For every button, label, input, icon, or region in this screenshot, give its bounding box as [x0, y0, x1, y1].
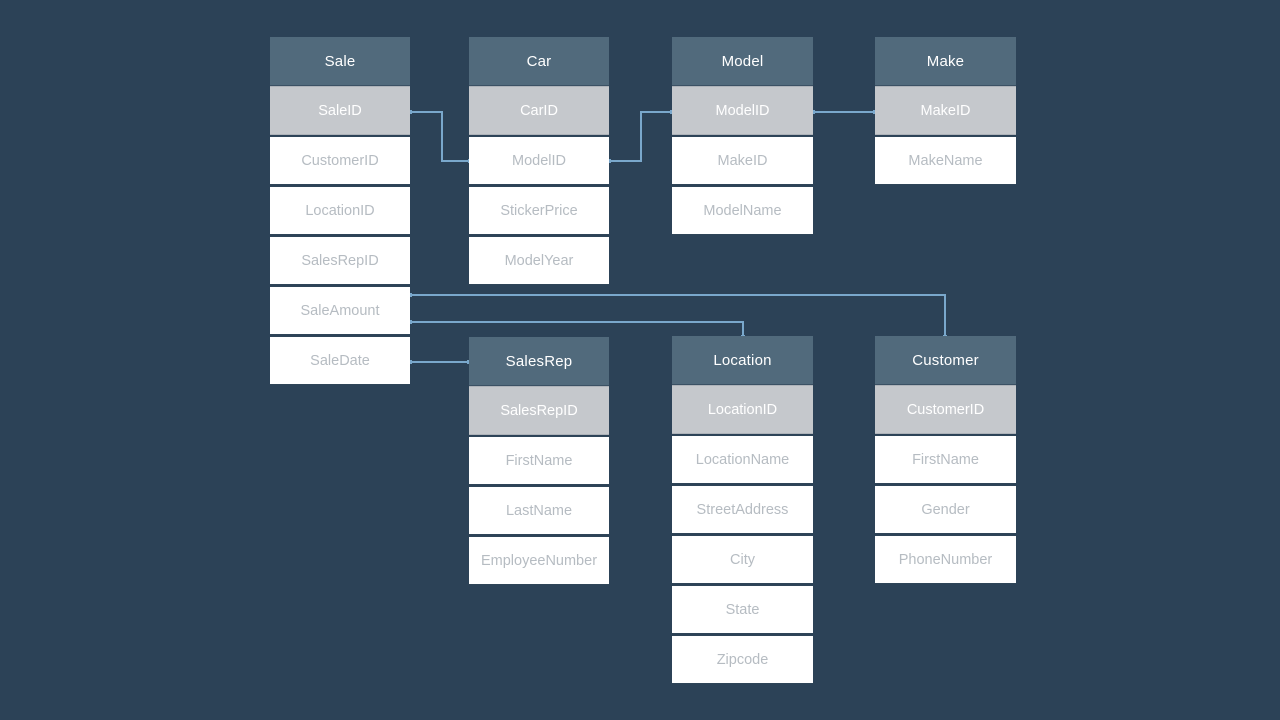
entity-title-make: Make [875, 37, 1016, 86]
entity-title-sale: Sale [270, 37, 410, 86]
attribute-row-model[interactable]: ModelName [672, 186, 813, 235]
attribute-row-car[interactable]: StickerPrice [469, 186, 609, 235]
connector-sale-saleid-to-car-modelid [410, 111, 470, 162]
attribute-row-customer[interactable]: Gender [875, 485, 1016, 534]
entity-title-customer: Customer [875, 336, 1016, 385]
entity-title-car: Car [469, 37, 609, 86]
attribute-row-salesrep[interactable]: LastName [469, 486, 609, 535]
attribute-row-salesrep[interactable]: FirstName [469, 436, 609, 485]
attribute-row-sale[interactable]: SaleDate [270, 336, 410, 385]
connector-car-modelid-to-model-modelid [609, 111, 672, 162]
attribute-row-sale[interactable]: SaleAmount [270, 286, 410, 335]
attribute-row-customer[interactable]: PhoneNumber [875, 535, 1016, 584]
entity-title-model: Model [672, 37, 813, 86]
attribute-row-customer[interactable]: FirstName [875, 435, 1016, 484]
attribute-row-make[interactable]: MakeName [875, 136, 1016, 185]
primary-key-row-model[interactable]: ModelID [672, 86, 813, 135]
connector-sale-to-location [410, 321, 744, 337]
primary-key-row-salesrep[interactable]: SalesRepID [469, 386, 609, 435]
entity-title-salesrep: SalesRep [469, 337, 609, 386]
attribute-row-location[interactable]: State [672, 585, 813, 634]
primary-key-row-car[interactable]: CarID [469, 86, 609, 135]
primary-key-row-location[interactable]: LocationID [672, 385, 813, 434]
attribute-row-sale[interactable]: CustomerID [270, 136, 410, 185]
entity-title-location: Location [672, 336, 813, 385]
primary-key-row-sale[interactable]: SaleID [270, 86, 410, 135]
primary-key-row-customer[interactable]: CustomerID [875, 385, 1016, 434]
attribute-row-car[interactable]: ModelID [469, 136, 609, 185]
attribute-row-car[interactable]: ModelYear [469, 236, 609, 285]
attribute-row-location[interactable]: StreetAddress [672, 485, 813, 534]
attribute-row-location[interactable]: LocationName [672, 435, 813, 484]
attribute-row-sale[interactable]: LocationID [270, 186, 410, 235]
primary-key-row-make[interactable]: MakeID [875, 86, 1016, 135]
attribute-row-sale[interactable]: SalesRepID [270, 236, 410, 285]
attribute-row-location[interactable]: Zipcode [672, 635, 813, 684]
attribute-row-model[interactable]: MakeID [672, 136, 813, 185]
attribute-row-location[interactable]: City [672, 535, 813, 584]
attribute-row-salesrep[interactable]: EmployeeNumber [469, 536, 609, 585]
connector-sale-to-customer [410, 294, 946, 337]
